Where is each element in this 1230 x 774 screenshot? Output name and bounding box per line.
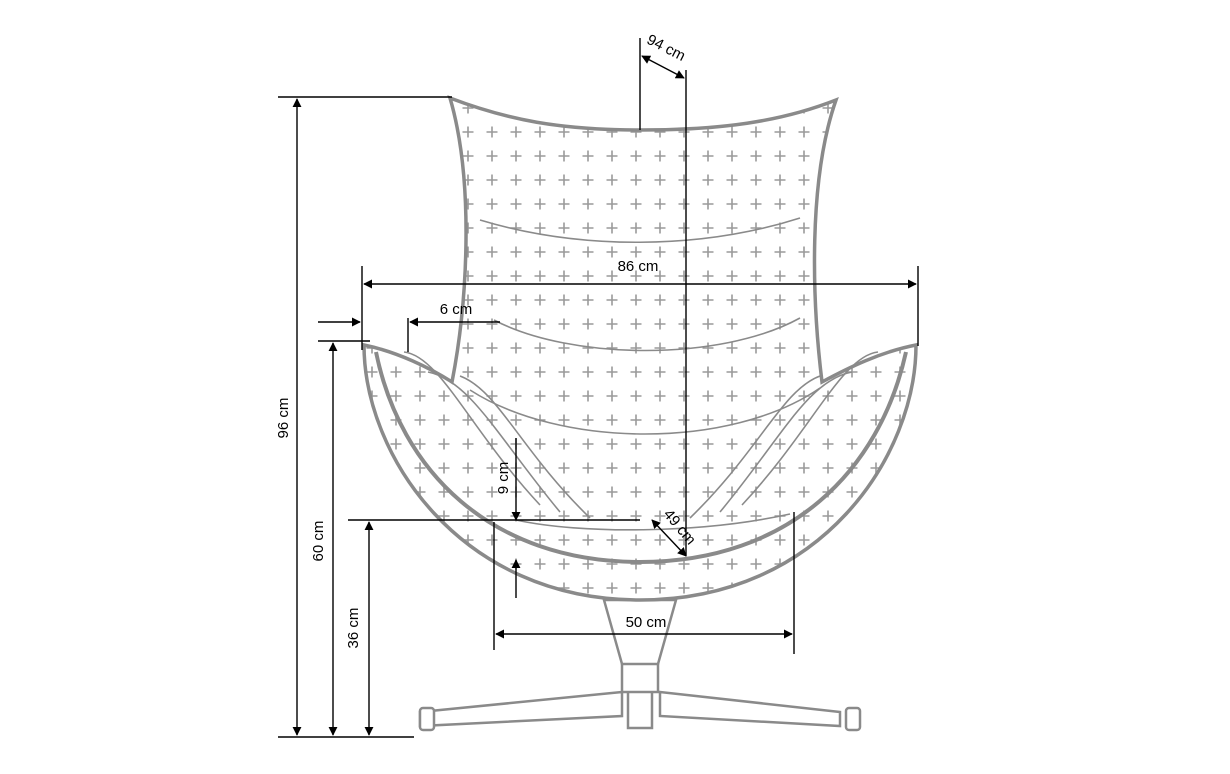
back-seam-1 xyxy=(479,217,801,244)
seat-front-line xyxy=(515,513,791,531)
left-arm-fold-1 xyxy=(427,371,561,513)
label-armrest-width: 6 cm xyxy=(440,301,473,318)
chair-base xyxy=(418,598,862,732)
left-arm-fold-2 xyxy=(459,375,591,519)
back-seam-2 xyxy=(493,317,801,352)
label-total-height: 96 cm xyxy=(275,398,292,439)
label-seat-width: 50 cm xyxy=(626,614,667,631)
dimension-lines xyxy=(278,38,919,738)
chair-illustration xyxy=(362,95,918,732)
chair-shell xyxy=(362,95,918,602)
label-seat-height: 36 cm xyxy=(345,608,362,649)
depth-94-arrow xyxy=(641,55,685,79)
right-arm-fold-2 xyxy=(689,375,821,519)
right-arm-fold-3 xyxy=(741,351,879,506)
right-arm-fold-1 xyxy=(719,371,853,513)
seat-depth-49-arrow xyxy=(651,519,687,557)
label-width: 86 cm xyxy=(618,258,659,275)
shell-rim xyxy=(374,351,908,565)
label-armrest-height: 60 cm xyxy=(310,521,327,562)
label-cushion-thickness: 9 cm xyxy=(495,462,512,495)
